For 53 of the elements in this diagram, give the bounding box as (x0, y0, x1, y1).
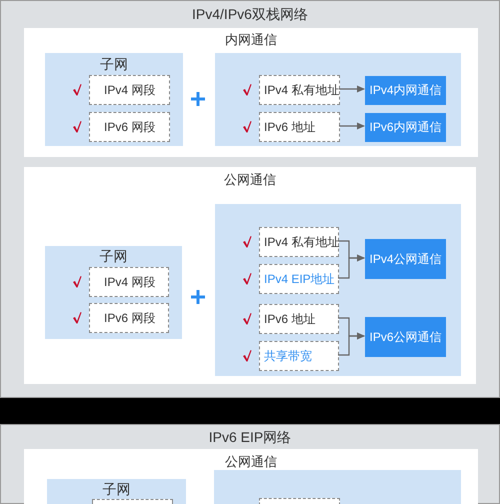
subnet-title: 子网 (100, 56, 128, 72)
subnet-panel (45, 246, 182, 339)
address-label: IPv4 网段 (104, 82, 156, 98)
address-label: IPv6 地址 (264, 310, 316, 328)
network-panel (0, 0, 500, 398)
address-label: IPv4 私有地址 (264, 234, 340, 250)
network-panel (0, 424, 500, 504)
server-panel (215, 204, 461, 376)
address-box (89, 267, 169, 297)
section-panel (24, 167, 476, 384)
address-box (259, 112, 340, 142)
address-box (89, 303, 169, 333)
address-label: IPv4 私有地址 (264, 82, 340, 98)
arrow (338, 254, 365, 279)
address-label: IPv6 网段 (104, 310, 156, 326)
subnet-panel (45, 53, 183, 146)
address-box (89, 75, 170, 105)
result-box (365, 76, 446, 105)
address-box (259, 304, 339, 334)
address-box (259, 75, 340, 105)
subnet-title: 子网 (102, 481, 130, 497)
section-panel (24, 28, 478, 157)
result-label: IPv6内网通信 (369, 119, 442, 136)
address-label: IPv6 网段 (104, 118, 156, 136)
result-label: IPv4内网通信 (369, 82, 442, 99)
result-label: IPv6公网通信 (369, 328, 442, 346)
address-box (259, 227, 339, 257)
address-box (89, 112, 170, 142)
section-title: 公网通信 (224, 172, 276, 187)
result-box (365, 239, 446, 279)
address-label: IPv4 EIP地址 (264, 270, 335, 288)
section-panel (24, 449, 478, 504)
address-box (259, 341, 339, 371)
address-label: IPv4 网段 (104, 274, 156, 290)
address-label: IPv6 地址 (264, 118, 316, 136)
arrow (339, 122, 365, 130)
result-box (365, 113, 446, 142)
panel-title: IPv6 EIP网络 (208, 429, 292, 445)
address-box (92, 499, 173, 504)
result-label: IPv4公网通信 (369, 250, 442, 268)
server-panel (215, 53, 461, 146)
subnet-panel (47, 479, 186, 504)
result-box (365, 317, 446, 357)
section-title: 内网通信 (225, 32, 277, 47)
arrow (339, 86, 365, 92)
subnet-title: 子网 (100, 248, 128, 264)
address-label: 共享带宽 (264, 348, 312, 364)
panel-title: IPv4/IPv6双栈网络 (192, 6, 308, 22)
address-box (259, 498, 340, 504)
arrow (338, 332, 365, 356)
server-panel (214, 470, 461, 504)
address-box (259, 264, 339, 294)
section-title: 公网通信 (225, 454, 277, 469)
